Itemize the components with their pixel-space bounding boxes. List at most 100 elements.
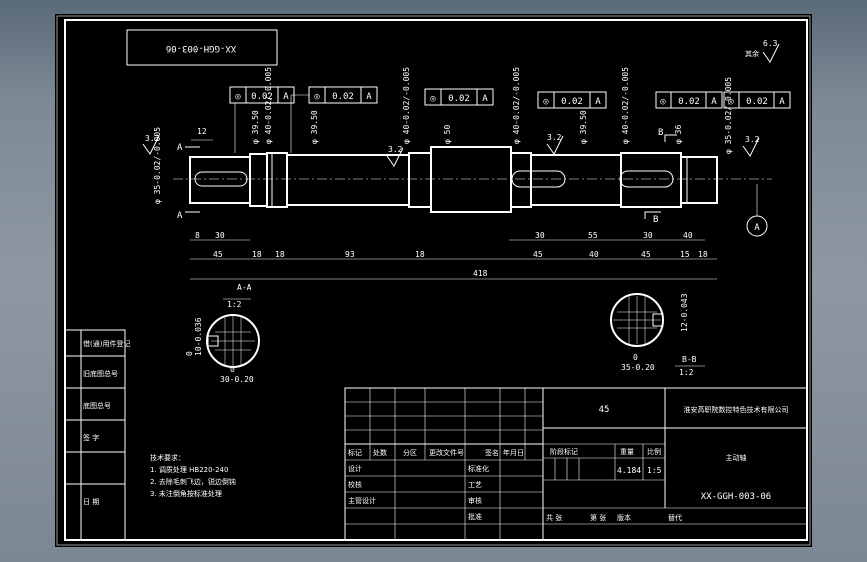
dim-left-diameter: φ 35-0.02/-0.005 xyxy=(153,127,162,204)
svg-text:15: 15 xyxy=(680,250,690,259)
svg-text:18: 18 xyxy=(275,250,285,259)
svg-text:◎: ◎ xyxy=(430,94,436,104)
tolerance-frame-4: ◎ 0.02 A xyxy=(537,91,607,109)
svg-text:93: 93 xyxy=(345,250,355,259)
tolerance-frame-1: ◎ 0.02 A xyxy=(229,86,295,153)
svg-text:A: A xyxy=(482,94,488,104)
shaft-right-mid xyxy=(530,154,622,206)
svg-text:校核: 校核 xyxy=(348,480,362,489)
roughness-symbol-icon xyxy=(762,43,780,63)
roughness-other-label: 其余 xyxy=(745,49,759,58)
keyway-mid xyxy=(511,170,566,188)
svg-text:共 张: 共 张 xyxy=(546,513,562,522)
datum-a-letter: A xyxy=(754,223,760,233)
svg-text:◎: ◎ xyxy=(543,97,549,107)
dim-top-9: φ 36 xyxy=(674,125,683,144)
shaft-segment-right xyxy=(680,156,718,204)
svg-text:设计: 设计 xyxy=(348,464,362,473)
svg-text:2. 去除毛刺飞边，锐边倒钝: 2. 去除毛刺飞边，锐边倒钝 xyxy=(150,477,236,486)
svg-text:35-0.20: 35-0.20 xyxy=(621,363,655,372)
svg-text:A: A xyxy=(283,92,289,102)
section-bb: 12-0.043 35-0.20 0 B-B 1:2 xyxy=(610,293,705,377)
title-block: 标记 处数 分区 更改文件号 签名 年月日 设计 校核 主管设计 标准化 工艺 … xyxy=(344,387,808,541)
svg-text:比例: 比例 xyxy=(647,447,661,456)
shaft-segment-left xyxy=(189,156,251,204)
svg-text:30: 30 xyxy=(643,231,653,240)
svg-text:标记: 标记 xyxy=(348,448,362,457)
svg-text:替代: 替代 xyxy=(668,513,682,522)
side-info-block: 借(通)用件登记 旧底图总号 底图总号 签 字 日 期 xyxy=(64,329,130,541)
svg-text:0.02: 0.02 xyxy=(561,97,583,107)
cad-drawing-sheet: XX-GGH-003-06 其余 6.3 A A B B φ 35-0.02/-… xyxy=(55,14,812,547)
svg-text:A: A xyxy=(711,97,717,107)
svg-text:签名: 签名 xyxy=(485,448,499,457)
svg-text:借(通)用件登记: 借(通)用件登记 xyxy=(83,339,130,348)
roughness-mid: 3.2 xyxy=(388,145,403,154)
dim-left-keyway: 12 xyxy=(197,127,207,136)
svg-text:阶段标记: 阶段标记 xyxy=(550,447,578,456)
dim-top-1: φ 39.50 xyxy=(251,110,260,144)
svg-text:年月日: 年月日 xyxy=(503,448,524,457)
section-a-top: A xyxy=(177,143,183,153)
shaft-middle xyxy=(286,154,410,206)
svg-text:0.02: 0.02 xyxy=(746,97,768,107)
svg-text:0.02: 0.02 xyxy=(251,92,273,102)
code-box xyxy=(126,29,278,66)
section-b-bottom: B xyxy=(653,215,658,225)
roughness-far-right: 3.2 xyxy=(745,135,760,144)
mass: 4.184 xyxy=(617,466,641,475)
svg-text:签 字: 签 字 xyxy=(83,433,99,442)
svg-text:1:2: 1:2 xyxy=(679,368,694,377)
shaft-step-4 xyxy=(510,152,532,208)
svg-text:处数: 处数 xyxy=(373,448,387,457)
roughness-left: 3.2 xyxy=(145,134,160,143)
svg-text:0.02: 0.02 xyxy=(332,92,354,102)
svg-text:技术要求：: 技术要求： xyxy=(150,453,185,462)
shaft-step-5 xyxy=(620,152,682,208)
svg-text:1. 调质处理 HB220-240: 1. 调质处理 HB220-240 xyxy=(150,465,228,474)
svg-text:日 期: 日 期 xyxy=(83,498,99,506)
roughness-other-value: 6.3 xyxy=(763,39,778,48)
tolerance-frame-2: ◎ 0.02 A xyxy=(290,86,378,153)
keyway-right xyxy=(619,170,674,188)
tolerance-frame-5: ◎ 0.02 A xyxy=(655,91,723,109)
svg-text:40: 40 xyxy=(683,231,693,240)
svg-text:18: 18 xyxy=(698,250,708,259)
dim-top-2: φ 40-0.02/-0.005 xyxy=(264,67,273,144)
svg-text:旧底图总号: 旧底图总号 xyxy=(83,369,118,378)
dim-top-4: φ 40-0.02/-0.005 xyxy=(402,67,411,144)
drawing-number: XX-GGH-003-06 xyxy=(701,492,771,502)
svg-text:18: 18 xyxy=(252,250,262,259)
svg-text:10-0.036: 10-0.036 xyxy=(194,317,203,356)
svg-text:55: 55 xyxy=(588,231,598,240)
svg-text:B-B: B-B xyxy=(682,355,697,364)
shaft-step-3 xyxy=(408,152,432,208)
svg-text:12-0.043: 12-0.043 xyxy=(680,293,689,332)
drawing-canvas: XX-GGH-003-06 其余 6.3 A A B B φ 35-0.02/-… xyxy=(56,15,811,546)
dim-top-8: φ 40-0.02/-0.005 xyxy=(621,67,630,144)
section-aa: A-A 1:2 10-0.036 0 30-0.20 0 xyxy=(185,283,260,384)
svg-text:40: 40 xyxy=(589,250,599,259)
svg-text:A: A xyxy=(779,97,785,107)
dim-top-7: φ 39.50 xyxy=(579,110,588,144)
svg-text:重量: 重量 xyxy=(620,448,634,456)
shaft-collar xyxy=(430,146,512,213)
svg-text:0: 0 xyxy=(230,365,235,374)
dim-total: 418 xyxy=(473,269,488,278)
svg-text:◎: ◎ xyxy=(235,92,241,102)
tech-requirements: 技术要求： 1. 调质处理 HB220-240 2. 去除毛刺飞边，锐边倒钝 3… xyxy=(150,453,236,498)
dim-row-1: 8 30 30 55 30 40 xyxy=(190,231,705,241)
svg-text:A: A xyxy=(595,97,601,107)
svg-text:更改文件号: 更改文件号 xyxy=(429,448,464,457)
svg-text:45: 45 xyxy=(213,250,223,259)
svg-text:版本: 版本 xyxy=(617,513,631,522)
dim-top-6: φ 40-0.02/-0.005 xyxy=(512,67,521,144)
svg-text:◎: ◎ xyxy=(728,97,734,107)
keyway-left xyxy=(194,171,248,187)
shaft-step-1 xyxy=(249,153,268,207)
svg-text:45: 45 xyxy=(533,250,543,259)
svg-text:0: 0 xyxy=(633,353,638,362)
svg-text:8: 8 xyxy=(195,231,200,240)
svg-text:分区: 分区 xyxy=(403,448,417,457)
dim-top-3: φ 39.50 xyxy=(310,110,319,144)
